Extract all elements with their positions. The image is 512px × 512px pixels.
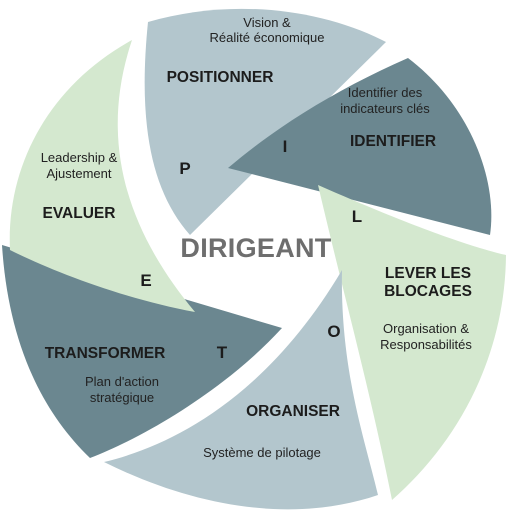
transformer-subtitle-line-2: stratégique — [90, 390, 154, 405]
evaluer-subtitle-line-2: Ajustement — [46, 166, 111, 181]
segment-transformer — [2, 245, 282, 458]
segment-evaluer — [9, 40, 196, 312]
letter-i: I — [283, 137, 288, 156]
letter-e: E — [140, 271, 151, 290]
letter-p: P — [179, 159, 190, 178]
letter-t: T — [217, 343, 228, 362]
identifier-subtitle-line-2: indicateurs clés — [340, 101, 430, 116]
organiser-subtitle: Système de pilotage — [203, 445, 321, 460]
evaluer-title: EVALUER — [43, 205, 116, 222]
lever-title-line-2: BLOCAGES — [384, 283, 472, 300]
identifier-title: IDENTIFIER — [350, 133, 436, 150]
organiser-title: ORGANISER — [246, 403, 340, 420]
positionner-title: POSITIONNER — [167, 69, 274, 86]
letter-o: O — [327, 322, 340, 341]
center-label: DIRIGEANT — [180, 233, 331, 263]
transformer-title: TRANSFORMER — [45, 345, 166, 362]
letter-l: L — [352, 207, 362, 226]
positionner-subtitle-line-2: Réalité économique — [210, 30, 325, 45]
segment-identifier — [228, 58, 492, 235]
lever-subtitle-line-2: Responsabilités — [380, 337, 472, 352]
lever-subtitle-line-1: Organisation & — [383, 321, 469, 336]
segment-organiser — [104, 270, 378, 510]
evaluer-subtitle-line-1: Leadership & — [41, 150, 118, 165]
identifier-subtitle-line-1: Identifier des — [348, 85, 423, 100]
transformer-subtitle-line-1: Plan d'action — [85, 374, 159, 389]
lever-title-line-1: LEVER LES — [385, 265, 471, 282]
segment-lever — [318, 185, 506, 500]
positionner-subtitle-line-1: Vision & — [243, 15, 291, 30]
segment-positionner — [144, 8, 386, 235]
